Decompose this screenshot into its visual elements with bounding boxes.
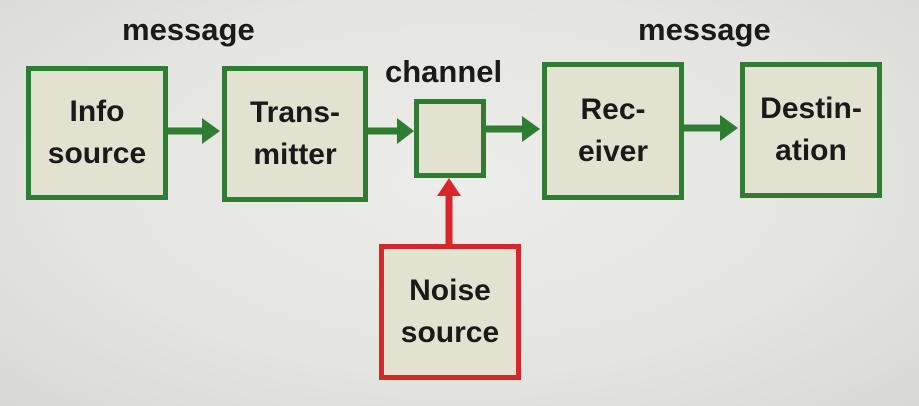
- noise-source-line-2: source: [400, 316, 500, 349]
- channel-label: channel: [385, 54, 503, 89]
- message-label-left: message: [122, 12, 255, 47]
- transmitter-line-1: Trans-: [249, 96, 341, 129]
- destination-box: Destin- ation: [740, 62, 882, 198]
- receiver-line-1: Rec-: [580, 93, 646, 126]
- arrow-channel-to-receiver: [486, 116, 540, 142]
- arrow-info-to-transmitter: [168, 118, 220, 144]
- arrow-receiver-to-destination: [684, 115, 738, 141]
- destination-line-1: Destin-: [760, 92, 862, 125]
- receiver-line-2: eiver: [577, 135, 649, 168]
- transmitter-box: Trans- mitter: [222, 66, 368, 202]
- arrow-transmitter-to-channel: [368, 118, 414, 144]
- channel-box: [414, 99, 486, 178]
- message-label-right: message: [638, 12, 771, 47]
- destination-line-2: ation: [775, 134, 847, 167]
- noise-source-line-1: Noise: [409, 274, 491, 307]
- receiver-box: Rec- eiver: [542, 62, 684, 200]
- noise-source-box: Noise source: [379, 244, 521, 380]
- arrow-noise-to-channel: [437, 178, 461, 244]
- info-source-box: Info source: [26, 66, 168, 200]
- info-source-line-2: source: [47, 137, 147, 170]
- info-source-line-1: Info: [69, 95, 125, 128]
- transmitter-line-2: mitter: [253, 138, 337, 171]
